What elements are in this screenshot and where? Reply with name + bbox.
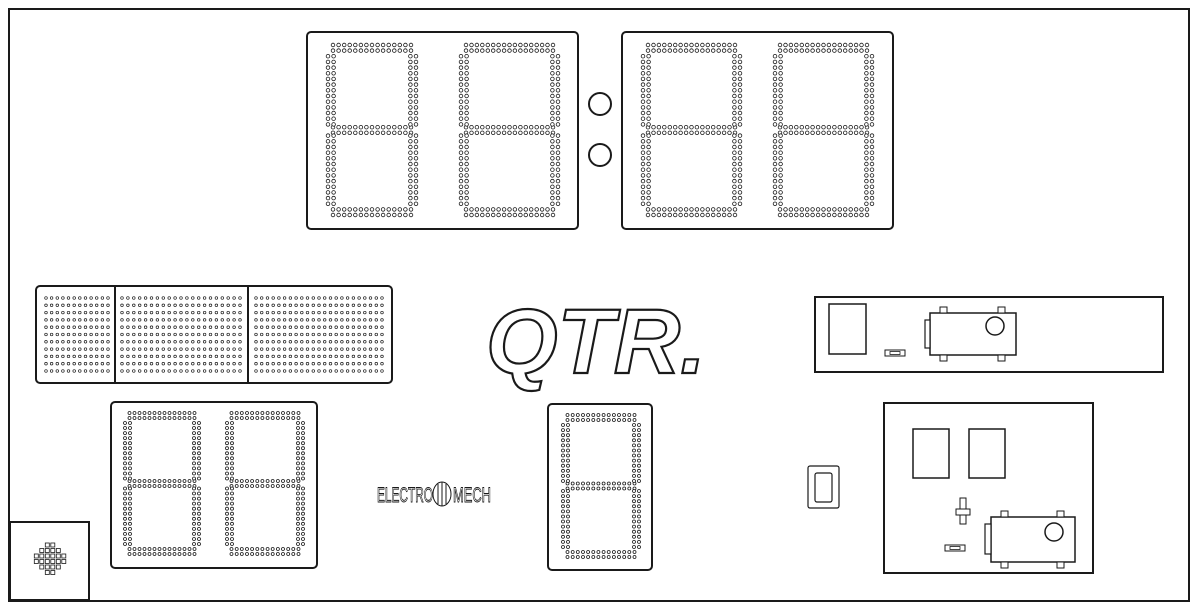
electromech-logo: ELECTRO MECH xyxy=(377,481,491,507)
clock-seconds-panel xyxy=(621,31,894,230)
message-matrix-panel xyxy=(35,285,393,384)
two-digit-panel xyxy=(110,401,318,569)
control-box-bottom xyxy=(883,402,1094,574)
small-indicator xyxy=(807,465,840,509)
control-module-left xyxy=(912,428,950,479)
clock-digit-seconds-tens xyxy=(640,42,743,218)
brand-right-text: MECH xyxy=(453,484,491,507)
speaker-grille-icon xyxy=(33,542,67,575)
two-digit-ones xyxy=(225,411,305,556)
matrix-dots xyxy=(44,296,384,373)
qtr-label: QTR. xyxy=(486,291,706,393)
clock-digit-minutes-ones xyxy=(458,42,561,218)
clock-digit-seconds-ones xyxy=(772,42,875,218)
two-digit-tens xyxy=(123,411,201,556)
clock-digit-minutes-tens xyxy=(325,42,419,218)
single-digit xyxy=(561,413,641,559)
fuse-icon-vertical xyxy=(955,497,971,525)
clock-minutes-panel xyxy=(306,31,579,230)
horn-icon xyxy=(924,306,1017,362)
speaker-box xyxy=(9,521,90,601)
single-digit-panel xyxy=(547,403,653,571)
control-module-right xyxy=(968,428,1006,479)
brand-left-text: ELECTRO xyxy=(377,484,433,507)
control-box-top xyxy=(814,296,1164,373)
fuse-icon xyxy=(884,349,906,357)
fuse-icon xyxy=(944,544,966,552)
brand-badge-icon xyxy=(432,481,452,507)
control-module xyxy=(828,303,867,355)
horn-icon xyxy=(984,510,1076,569)
clock-colon xyxy=(588,92,612,167)
